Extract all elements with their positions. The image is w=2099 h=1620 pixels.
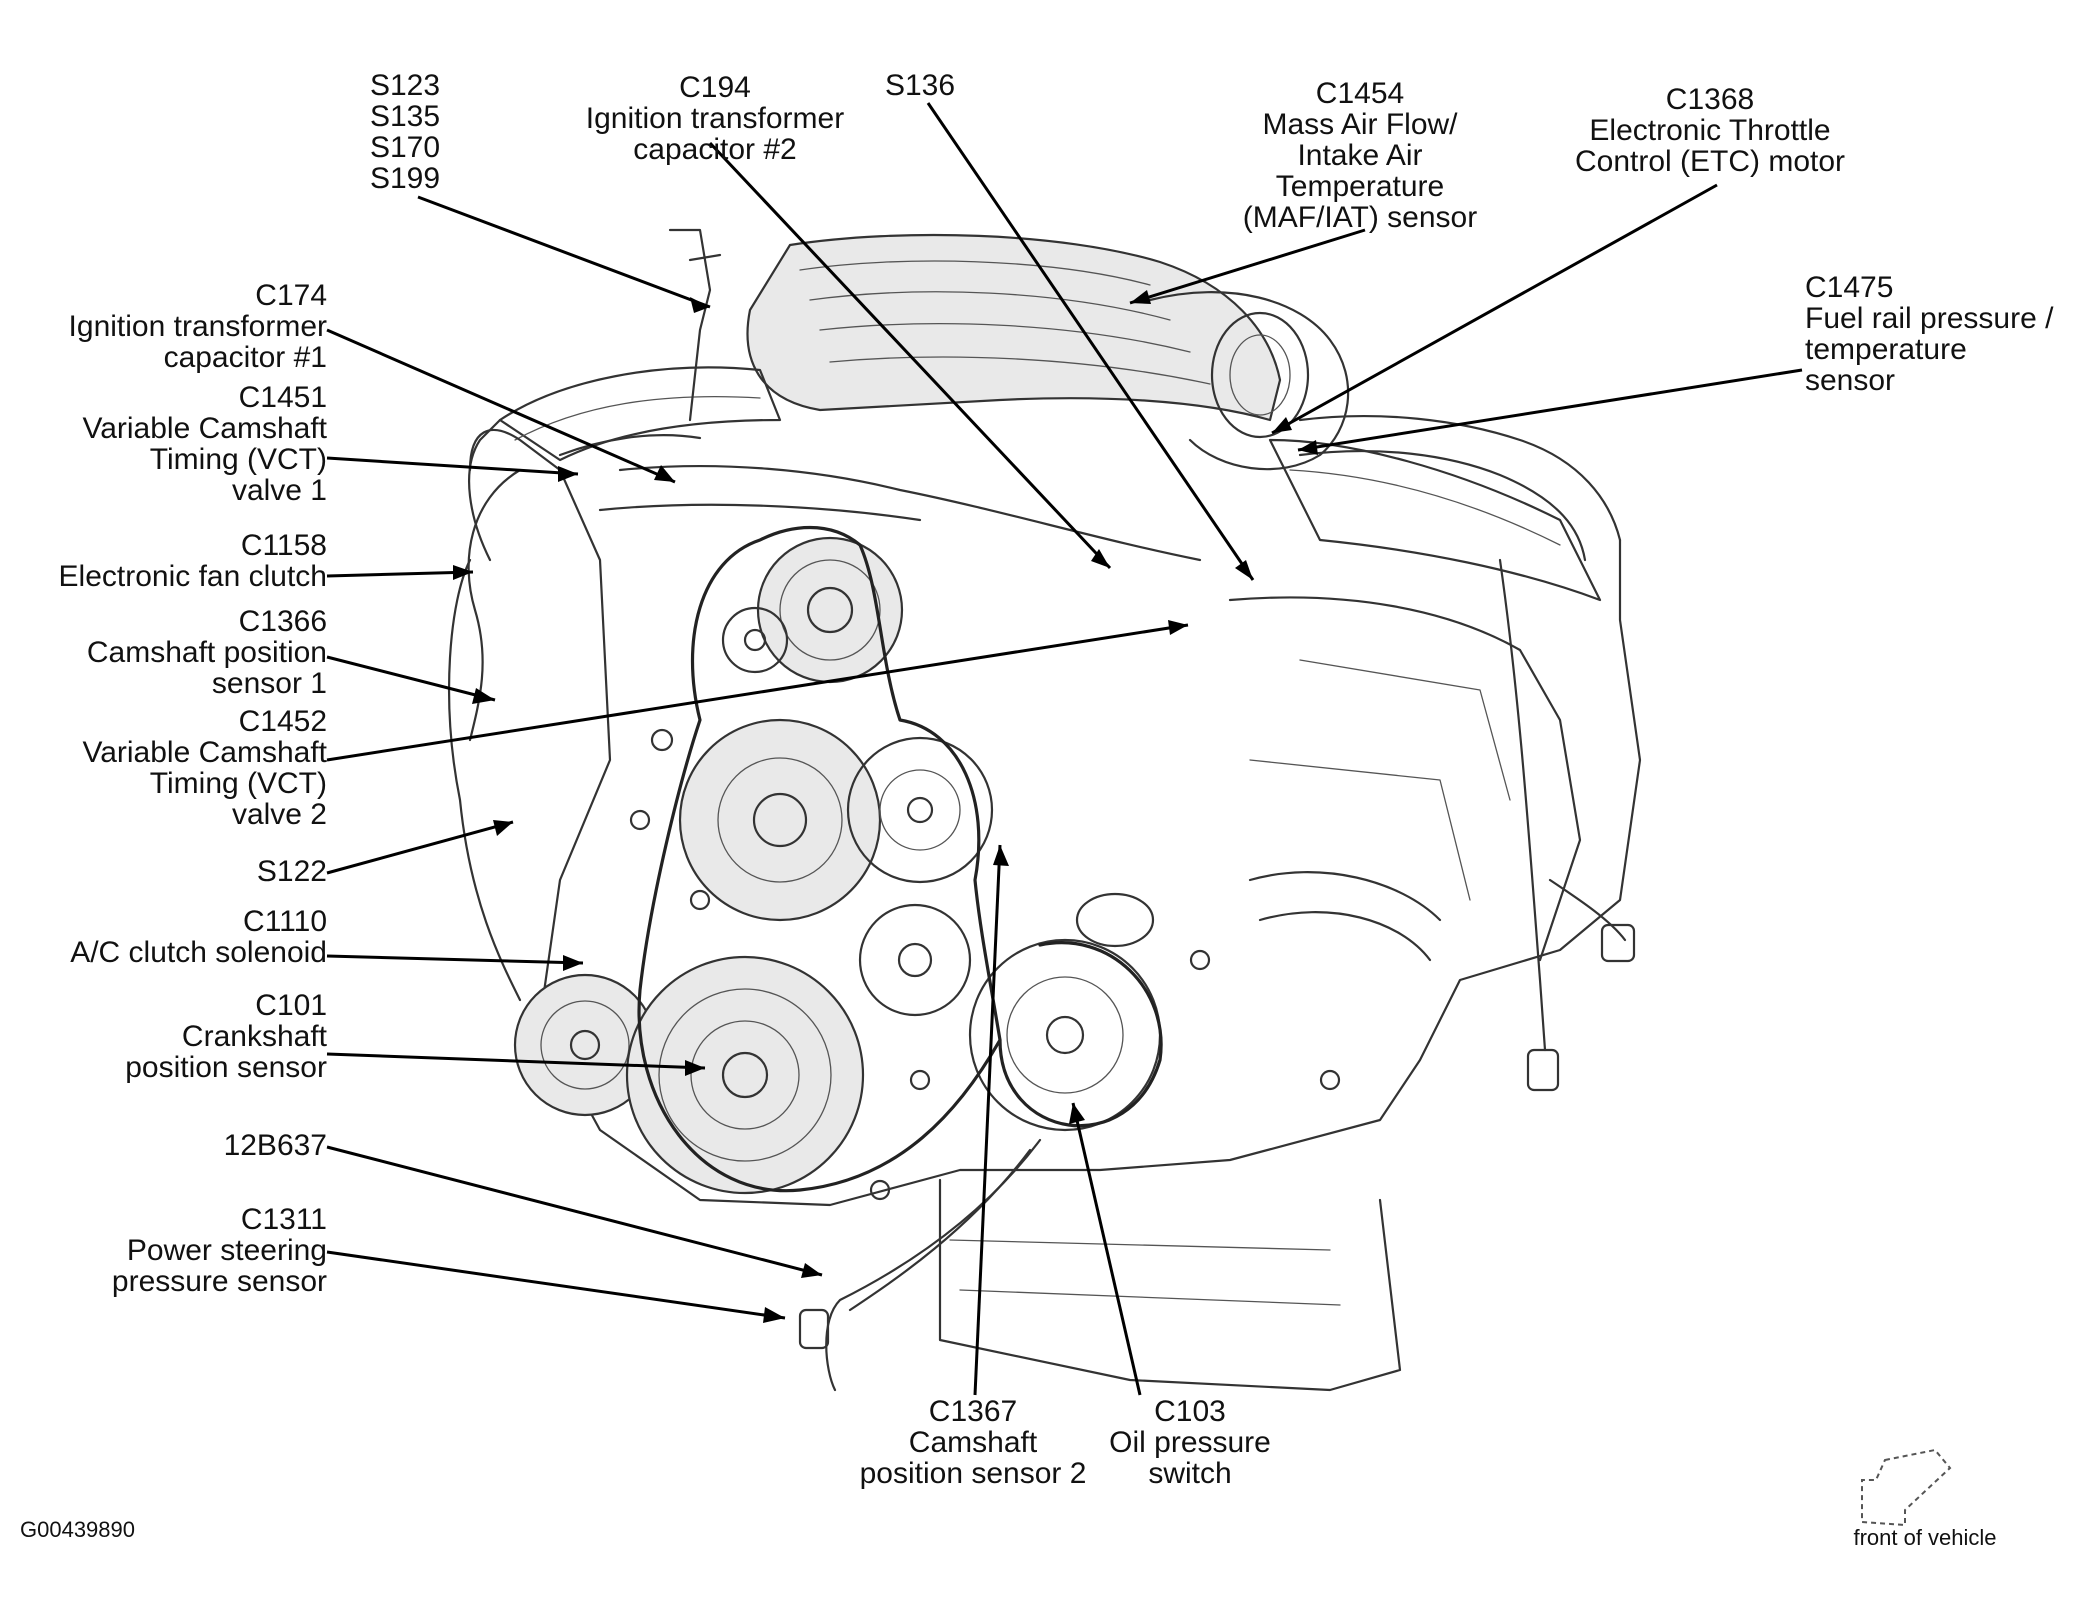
callout-c1451: C1451 Variable Camshaft Timing (VCT) val… <box>82 381 327 507</box>
callout-s136: S136 <box>884 69 956 102</box>
front-of-vehicle-arrow-icon <box>1861 1448 1952 1527</box>
callout-c1110: C1110 A/C clutch solenoid <box>70 905 327 969</box>
callout-c101: C101 Crankshaft position sensor <box>125 989 327 1084</box>
callout-c1454: C1454 Mass Air Flow/ Intake Air Temperat… <box>1242 77 1478 234</box>
callout-c194: C194 Ignition transformer capacitor #2 <box>585 71 845 166</box>
callout-c1366: C1366 Camshaft position sensor 1 <box>86 605 327 700</box>
callout-c1158: C1158 Electronic fan clutch <box>58 529 327 593</box>
callout-c1475: C1475 Fuel rail pressure / temperature s… <box>1805 271 2054 397</box>
callout-s122: S122 <box>256 855 327 888</box>
figure-id: G00439890 <box>20 1517 135 1542</box>
callout-c1367: C1367 Camshaft position sensor 2 <box>859 1395 1087 1490</box>
callout-c1452: C1452 Variable Camshaft Timing (VCT) val… <box>82 705 327 831</box>
callout-c103: C103 Oil pressure switch <box>1109 1395 1271 1490</box>
callout-c1368: C1368 Electronic Throttle Control (ETC) … <box>1574 83 1846 178</box>
callout-c174: C174 Ignition transformer capacitor #1 <box>68 279 327 374</box>
callout-12b637: 12B637 <box>223 1129 327 1162</box>
callout-s123-group: S123 S135 S170 S199 <box>369 69 441 195</box>
orientation-label: front of vehicle <box>1853 1525 1997 1550</box>
callout-c1311: C1311 Power steering pressure sensor <box>111 1203 327 1298</box>
